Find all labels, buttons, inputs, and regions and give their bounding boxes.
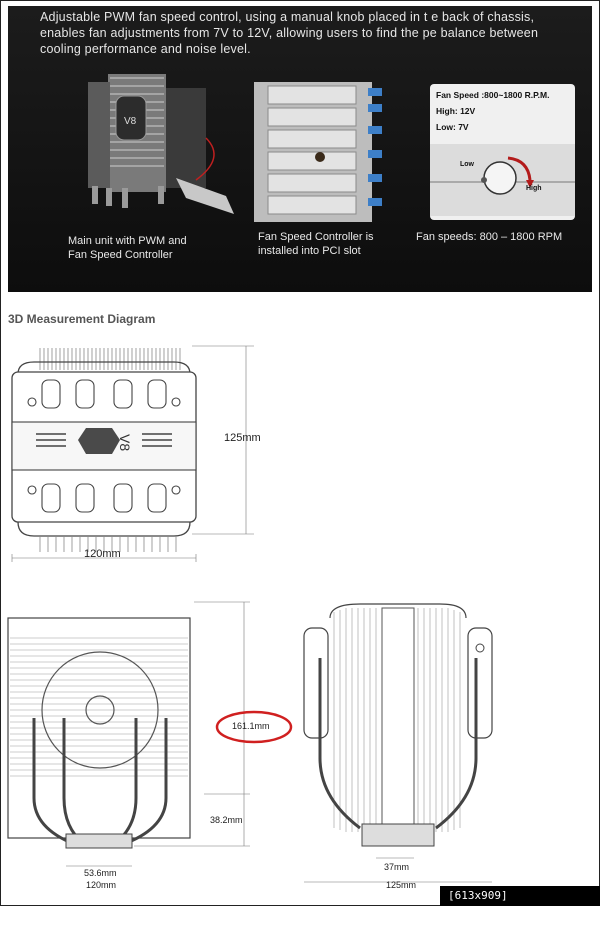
main-unit-illustration: V8 [88,74,234,214]
caption-main-unit: Main unit with PWM and Fan Speed Control… [68,234,187,262]
top-view-diagram: V8 [11,345,254,562]
knob-low-label: Low [460,161,475,168]
side-view-width-label: 120mm [86,880,117,890]
caption-fan-speeds: Fan speeds: 800 – 1800 RPM [416,231,563,243]
main-unit-logo: V8 [124,116,137,127]
side-view-diagram [7,601,250,867]
top-view-width-label: 120mm [84,548,121,560]
caption-main-unit-line1: Main unit with PWM and [68,235,187,247]
banner-intro-text: Adjustable PWM fan speed control, using … [40,10,539,56]
image-host-footer: [613x909] https://upic.me/ [440,886,600,922]
top-view-height-label: 125mm [224,432,261,444]
spec-fan-speed: Fan Speed :800~1800 R.P.M. [436,90,550,100]
side-view-base-width-label: 53.6mm [84,868,117,878]
knob-high-label: High [526,185,542,192]
caption-pci-slot: Fan Speed Controller is installed into P… [258,230,374,258]
side-view-base-height-label: 38.2mm [210,815,243,825]
pci-slot-illustration [254,82,382,222]
spec-high-voltage: High: 12V [436,106,476,116]
product-banner: Adjustable PWM fan speed control, using … [8,6,592,292]
diagram-title: 3D Measurement Diagram [8,312,156,326]
spec-low-voltage: Low: 7V [436,122,469,132]
front-view-inner-width-label: 37mm [384,862,410,872]
front-view-width-label: 125mm [386,880,417,890]
caption-main-unit-line2: Fan Speed Controller [68,249,173,261]
side-view-height-label: 161.1mm [232,721,270,731]
top-view-logo: V8 [117,434,133,451]
height-highlight-ellipse [215,710,293,744]
knob-illustration: Low High [430,144,575,216]
front-view-diagram [303,603,493,883]
caption-pci-slot-line1: Fan Speed Controller is [258,231,374,243]
fan-controller-spec-panel: Fan Speed :800~1800 R.P.M. High: 12V Low… [430,84,575,220]
caption-pci-slot-line2: installed into PCI slot [258,245,361,257]
